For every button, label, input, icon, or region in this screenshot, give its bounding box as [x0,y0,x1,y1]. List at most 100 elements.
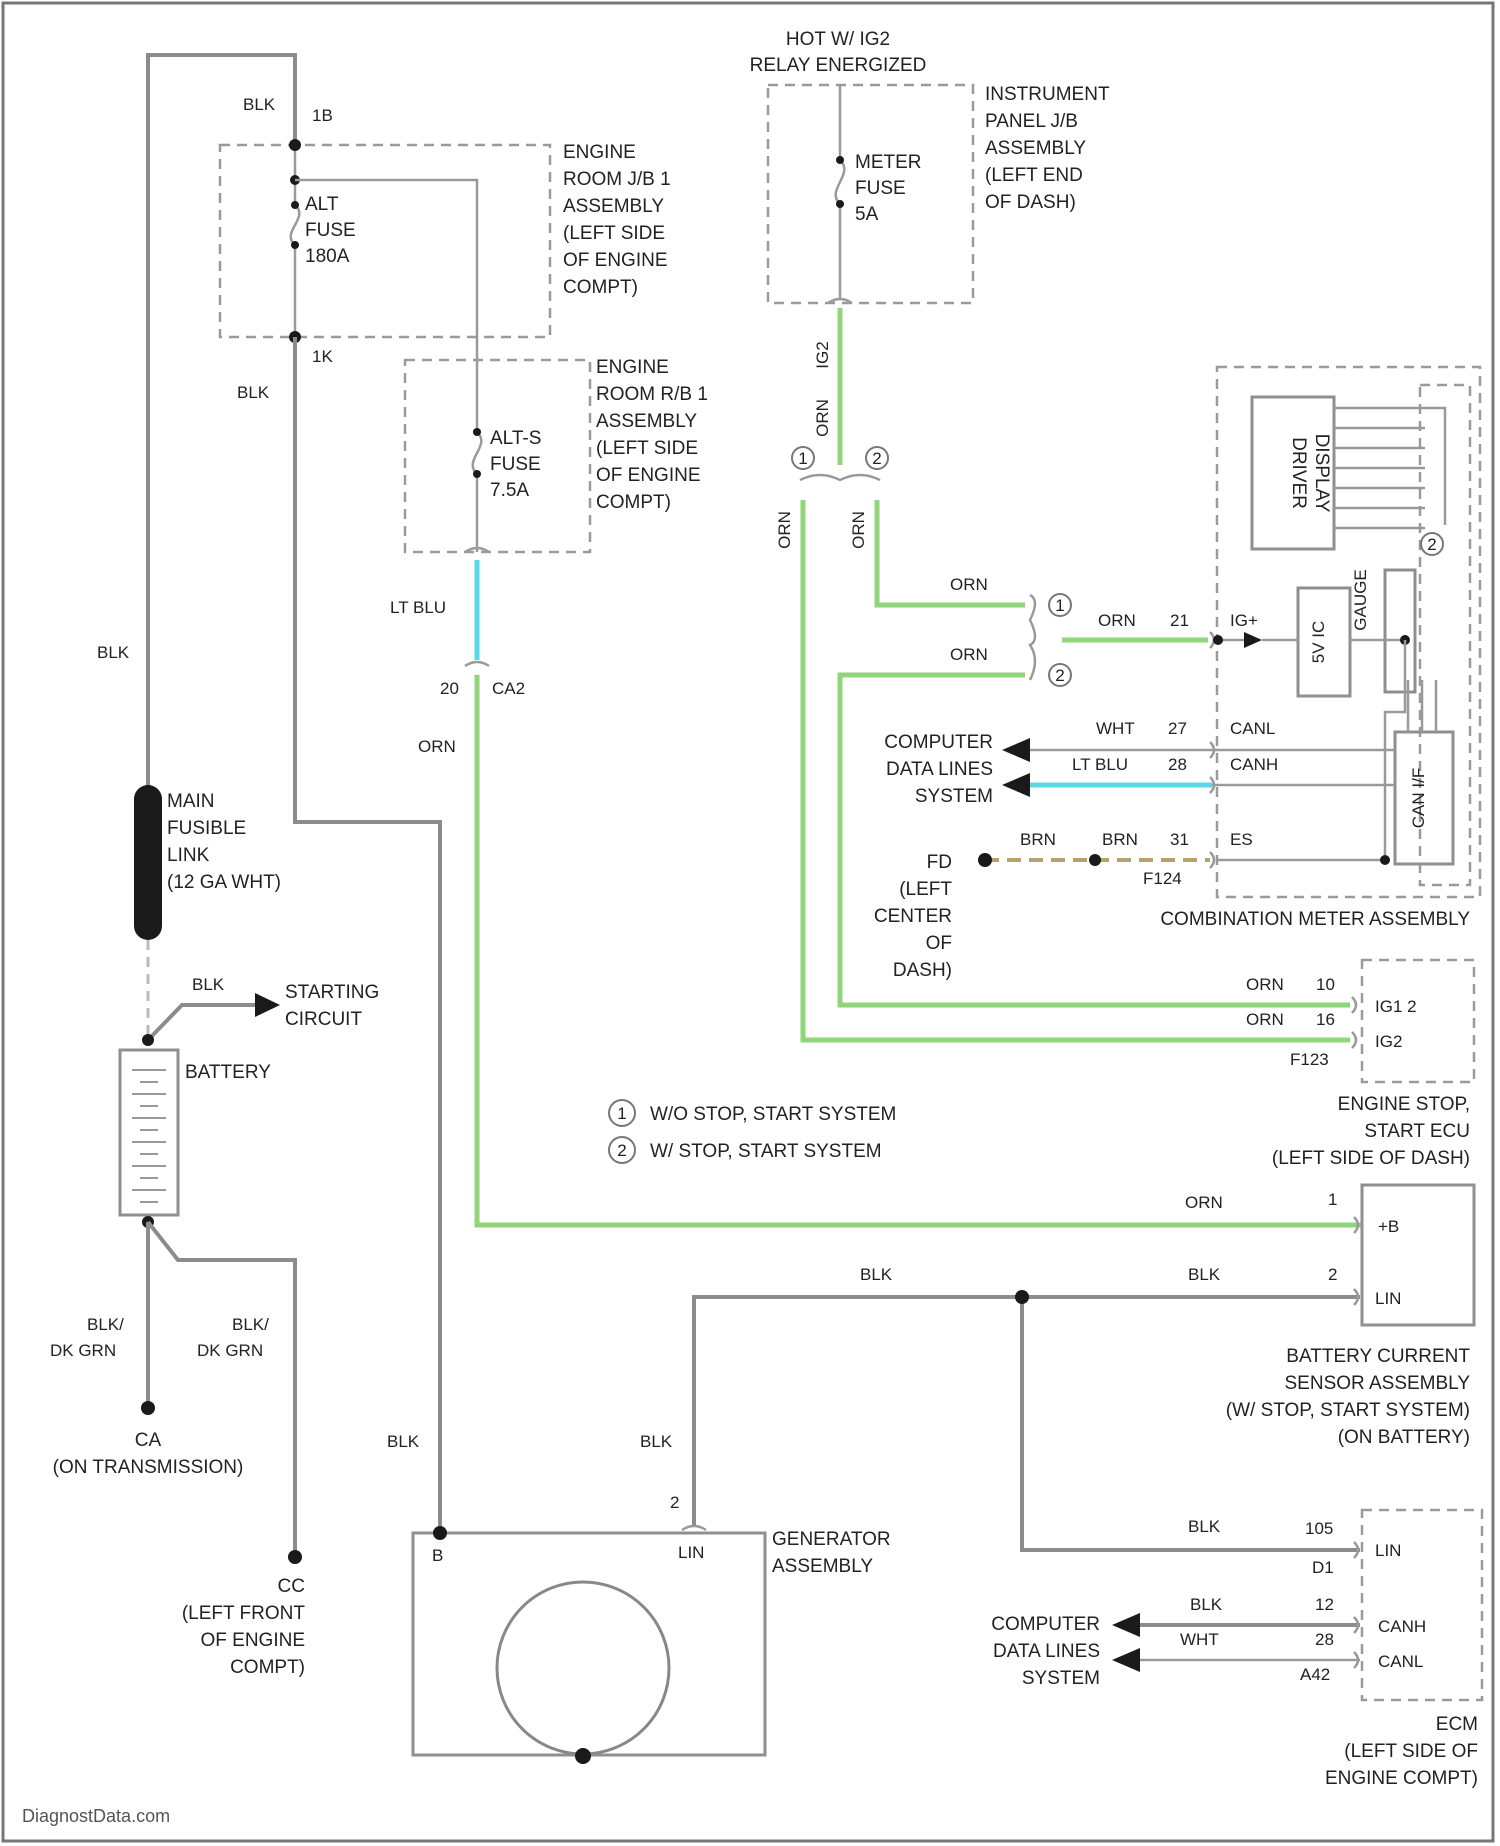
wire-label-blk-mid: BLK [237,383,270,402]
can-if-label: CAN I/F [1409,768,1428,828]
pin-ecm-28: 28 [1315,1630,1334,1649]
wire-label-ltblu-28: LT BLU [1072,755,1128,774]
wire-label-orn-16: ORN [1246,1010,1284,1029]
driver-display-label-line1: DRIVER [1288,437,1309,509]
generator-label: GENERATOR ASSEMBLY [772,1529,891,1577]
generator-b-terminal [433,1526,447,1540]
svg-text:ALT: ALT [305,194,339,215]
svg-text:COMPT): COMPT) [230,1657,305,1678]
svg-text:FD: FD [927,852,952,873]
generator-body [413,1533,765,1755]
svg-text:(LEFT SIDE OF: (LEFT SIDE OF [1344,1741,1478,1762]
meter-fuse-wire [836,85,845,300]
wire-label-ig2: IG2 [813,341,832,368]
wire-label-brn-a: BRN [1020,830,1056,849]
pin-ig2: IG2 [1375,1032,1402,1051]
pin-bcs-lin: LIN [1375,1289,1401,1308]
svg-text:STARTING: STARTING [285,982,379,1003]
pin-ecm-canl: CANL [1378,1652,1423,1671]
connector-ca2 [465,662,489,666]
alt-fuse-label: ALT FUSE 180A [305,194,356,267]
svg-text:ENGINE STOP,: ENGINE STOP, [1338,1094,1470,1115]
wire-label-wht-27: WHT [1096,719,1135,738]
driver-display-marker-text: 2 [1427,535,1436,554]
pin-bcs-1: 1 [1328,1190,1337,1209]
svg-text:BLK/: BLK/ [87,1315,124,1334]
wire-lin-ecm [1022,1297,1360,1550]
svg-text:SYSTEM: SYSTEM [915,786,993,807]
wire-label-blk-lin-bcs: BLK [1188,1265,1221,1284]
generator-symbol [497,1582,669,1754]
battery-cells [132,1070,166,1202]
svg-text:ASSEMBLY: ASSEMBLY [772,1556,873,1577]
svg-text:ASSEMBLY: ASSEMBLY [596,411,697,432]
split-marker-1-text: 1 [798,449,807,468]
svg-text:5A: 5A [855,204,879,225]
svg-text:7.5A: 7.5A [490,480,529,501]
svg-text:FUSE: FUSE [305,220,356,241]
svg-text:(ON BATTERY): (ON BATTERY) [1338,1427,1470,1448]
svg-text:FUSE: FUSE [855,178,906,199]
pin-27: 27 [1168,719,1187,738]
es-ecu-label: ENGINE STOP, START ECU (LEFT SIDE OF DAS… [1272,1094,1470,1169]
pin-ca2: CA2 [492,679,525,698]
ecm-label: ECM (LEFT SIDE OF ENGINE COMPT) [1325,1714,1478,1789]
wire-starting [148,1005,255,1040]
wire-label-blk-canh: BLK [1190,1595,1223,1614]
wire-label-orn-vertical: ORN [813,399,832,437]
svg-text:(12 GA WHT): (12 GA WHT) [167,872,281,893]
svg-text:METER: METER [855,152,922,173]
svg-text:(LEFT SIDE OF DASH): (LEFT SIDE OF DASH) [1272,1148,1470,1169]
pin-canh-meter: CANH [1230,755,1278,774]
svg-text:BLK/: BLK/ [232,1315,269,1334]
wire-label-blk-ca: BLK/ DK GRN [50,1315,124,1360]
svg-text:(LEFT: (LEFT [899,879,952,900]
svg-text:DK GRN: DK GRN [197,1341,263,1360]
svg-text:(LEFT FRONT: (LEFT FRONT [182,1603,306,1624]
wire-label-orn-bcs: ORN [1185,1193,1223,1212]
pin-ecm-canh: CANH [1378,1617,1426,1636]
pin-f123: F123 [1290,1050,1329,1069]
wire-label-blk-ecm-lin: BLK [1188,1517,1221,1536]
meter-fuse-label: METER FUSE 5A [855,152,922,225]
svg-text:OF ENGINE: OF ENGINE [596,465,701,486]
split-connector [800,475,880,480]
wire-label-blk-lin-h: BLK [860,1265,893,1284]
alt-fuse-terminal-a [291,201,299,209]
fusible-link-body [134,785,162,940]
connector-ig1 [1352,997,1356,1013]
svg-text:COMPUTER: COMPUTER [884,732,993,753]
svg-text:ROOM J/B 1: ROOM J/B 1 [563,169,671,190]
pin-21: 21 [1170,611,1189,630]
watermark: DiagnostData.com [22,1806,170,1826]
svg-text:ENGINE COMPT): ENGINE COMPT) [1325,1768,1478,1789]
bcs-label: BATTERY CURRENT SENSOR ASSEMBLY (W/ STOP… [1226,1346,1471,1448]
starting-circuit-label: STARTING CIRCUIT [285,982,379,1030]
svg-text:ENGINE: ENGINE [563,142,636,163]
svg-text:CA: CA [135,1430,162,1451]
svg-text:ASSEMBLY: ASSEMBLY [985,138,1086,159]
alts-fuse-element [473,432,482,474]
svg-text:BATTERY CURRENT: BATTERY CURRENT [1286,1346,1470,1367]
fusible-link-label: MAIN FUSIBLE LINK (12 GA WHT) [167,791,281,893]
arrow-ecm-canl [1112,1648,1140,1672]
svg-text:DASH): DASH) [893,960,952,981]
junction-es [1380,855,1390,865]
svg-text:DK GRN: DK GRN [50,1341,116,1360]
wire-label-blk-left: BLK [97,643,130,662]
legend-marker-2-text: 2 [617,1141,626,1160]
pin-ecm-lin: LIN [1375,1541,1401,1560]
pin-bcs-2: 2 [1328,1265,1337,1284]
meter-ig-terminal [1213,635,1223,645]
svg-text:ASSEMBLY: ASSEMBLY [563,196,664,217]
top-note-line1: HOT W/ IG2 [786,29,890,50]
arrow-ig-plus [1244,632,1262,648]
battery-label: BATTERY [185,1062,271,1083]
cpu-gauge-label: GAUGE [1351,569,1370,630]
pin-es: ES [1230,830,1253,849]
legend-text-2: W/ STOP, START SYSTEM [650,1141,882,1162]
svg-text:CC: CC [278,1576,305,1597]
pin-ig-plus: IG+ [1230,611,1258,630]
wire-label-orn-main: ORN [418,737,456,756]
